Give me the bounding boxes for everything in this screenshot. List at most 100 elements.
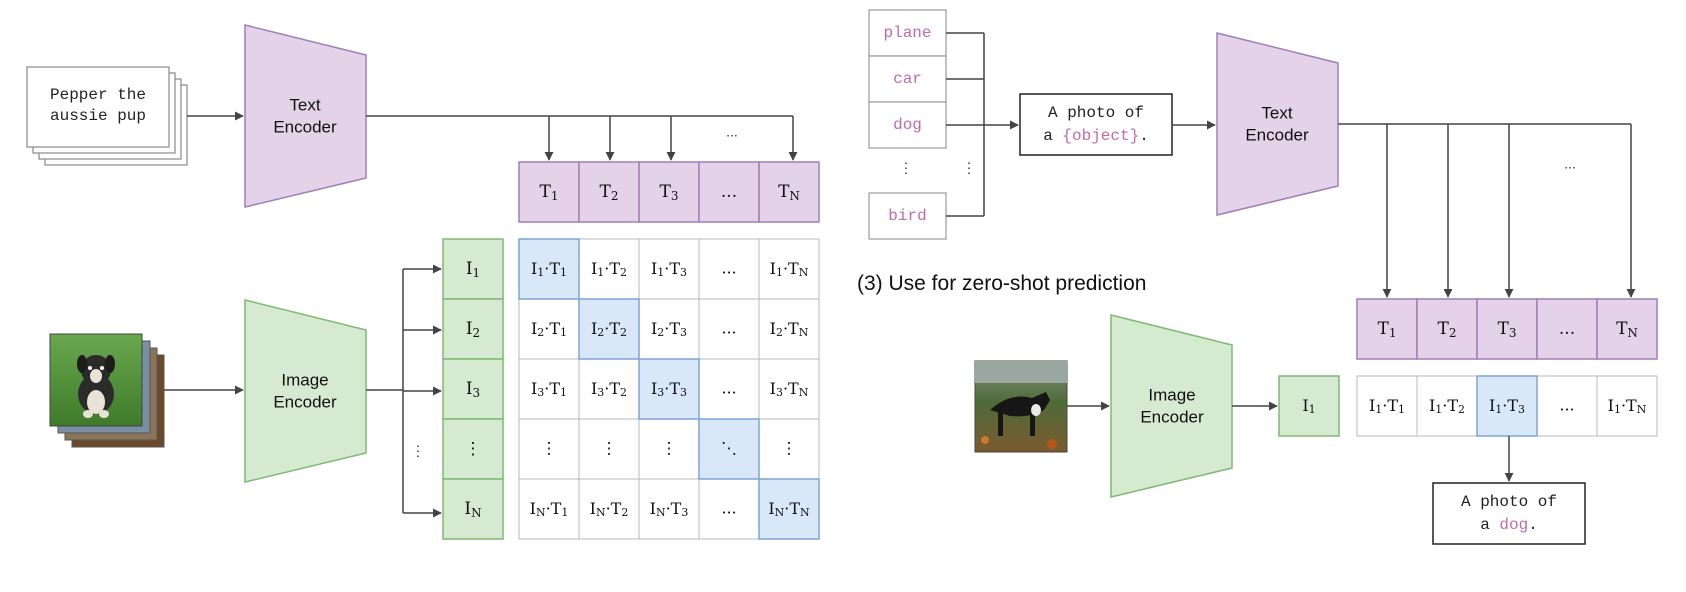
matrix-cell-highlight-border xyxy=(638,358,700,420)
right-text-embedding-cell xyxy=(1596,298,1658,360)
matrix-cell-label: I3·T1 xyxy=(531,379,567,400)
score-cell xyxy=(1596,375,1658,437)
right-text-embedding-arrows xyxy=(1338,123,1636,298)
image-embedding-cell xyxy=(442,478,504,540)
matrix-cell-label: ... xyxy=(721,259,736,278)
matrix-cell-label: ... xyxy=(721,499,736,518)
text-encoder-right-label-2: Encoder xyxy=(1245,125,1309,144)
text-encoder-label-2: Encoder xyxy=(273,117,337,136)
matrix-cell-label: ⋮ xyxy=(781,439,797,458)
matrix-cell-label: ... xyxy=(721,319,736,338)
score-cell xyxy=(1416,375,1478,437)
matrix-cell xyxy=(578,478,640,540)
text-embedding-cell xyxy=(758,161,820,223)
image-embedding-label: ⋮ xyxy=(465,439,482,459)
matrix-cell xyxy=(758,418,820,480)
arrow-ellipsis: ... xyxy=(726,124,738,140)
right-text-embedding-cell xyxy=(1536,298,1598,360)
label-list: plane car dog bird xyxy=(868,9,947,240)
matrix-cell-label: IN·T1 xyxy=(530,499,569,520)
matrix-cell-label: I1·TN xyxy=(770,259,809,280)
image-encoder-label-1: Image xyxy=(281,370,328,389)
image-embedding-label: I1 xyxy=(1302,396,1315,417)
matrix-cell-label: IN·TN xyxy=(768,499,810,520)
text-encoder-right: Text Encoder xyxy=(1216,32,1339,216)
template-line-1: A photo of xyxy=(1048,104,1144,122)
image-embedding-label: I1 xyxy=(466,259,480,280)
matrix-cell xyxy=(758,298,820,360)
text-embedding-label: T3 xyxy=(660,182,679,203)
image-encoder-label-2: Encoder xyxy=(273,392,337,411)
text-embedding-label: ... xyxy=(721,182,737,202)
template-line-2: a {object}. xyxy=(1043,127,1149,145)
right-text-embedding-cell xyxy=(1416,298,1478,360)
matrix-cell-label: I1·T2 xyxy=(591,259,627,280)
text-embedding-cell xyxy=(578,161,640,223)
matrix-cell-label: I2·T3 xyxy=(651,319,687,340)
score-cell-label: ... xyxy=(1559,396,1574,415)
text-input-line-1: Pepper the xyxy=(50,86,146,104)
image-embedding-label: I3 xyxy=(466,379,480,400)
side-ellipsis: ⋮ xyxy=(411,443,425,459)
right-image-embedding: I1 xyxy=(1278,375,1340,437)
image-embedding-cell xyxy=(442,358,504,420)
matrix-cell-label: ⋮ xyxy=(661,439,677,458)
matrix-cell-label: I3·T2 xyxy=(591,379,627,400)
text-input-line-2: aussie pup xyxy=(50,107,146,125)
text-encoder-right-label-1: Text xyxy=(1261,103,1292,122)
score-cell-highlight-border xyxy=(1476,375,1538,437)
image-encoder-right: Image Encoder xyxy=(1110,314,1233,498)
right-arrow-ellipsis: ... xyxy=(1564,156,1576,172)
matrix-cell-label: I1·T3 xyxy=(651,259,687,280)
image-encoder-right-label-1: Image xyxy=(1148,385,1195,404)
matrix-cell-highlight-border xyxy=(518,238,580,300)
output-line-1: A photo of xyxy=(1461,493,1557,511)
image-embedding-cell xyxy=(442,418,504,480)
matrix-cell xyxy=(698,298,760,360)
matrix-cell xyxy=(698,478,760,540)
prompt-template-box: A photo of a {object}. xyxy=(1019,93,1173,156)
label-box xyxy=(868,101,947,149)
text-encoder-left: Text Encoder xyxy=(244,24,367,208)
score-cell xyxy=(1536,375,1598,437)
matrix-cell-label: I1·T1 xyxy=(531,259,567,280)
matrix-cell xyxy=(698,358,760,420)
section-title: (3) Use for zero-shot prediction xyxy=(857,272,1146,295)
dog-photo-icon xyxy=(974,360,1068,453)
image-encoder-left: Image Encoder xyxy=(244,299,367,483)
matrix-cell xyxy=(518,418,580,480)
text-embedding-cell xyxy=(518,161,580,223)
score-cell-label: I1·T1 xyxy=(1369,396,1405,417)
text-embedding-cell xyxy=(638,161,700,223)
matrix-cell xyxy=(758,238,820,300)
text-embedding-arrows xyxy=(366,115,798,161)
text-encoder-label-1: Text xyxy=(289,95,320,114)
dog-photo-stack-icon xyxy=(49,333,165,448)
image-embedding-arrows xyxy=(366,264,442,518)
label-ellipsis-right: ⋮ xyxy=(962,160,976,176)
matrix-cell xyxy=(758,358,820,420)
right-text-embedding-label: ... xyxy=(1559,319,1575,339)
matrix-cell-highlight xyxy=(578,298,640,360)
right-text-embedding-label: TN xyxy=(1616,319,1638,340)
label-text: bird xyxy=(888,207,926,225)
label-ellipsis-left: ⋮ xyxy=(899,160,913,176)
matrix-cell-label: I2·T1 xyxy=(531,319,567,340)
right-text-embedding-cell xyxy=(1476,298,1538,360)
image-embedding-cell xyxy=(442,298,504,360)
right-text-embedding-label: T3 xyxy=(1498,319,1517,340)
image-embedding-cell xyxy=(442,238,504,300)
matrix-cell-label: ⋮ xyxy=(541,439,557,458)
label-text: plane xyxy=(883,24,931,42)
label-text: car xyxy=(893,70,922,88)
matrix-cell-highlight-border xyxy=(698,418,760,480)
label-text: dog xyxy=(893,116,922,134)
text-embedding-label: T1 xyxy=(540,182,559,203)
score-cell-label: I1·TN xyxy=(1608,396,1647,417)
matrix-cell-label: ⋮ xyxy=(601,439,617,458)
matrix-cell-label: IN·T3 xyxy=(650,499,689,520)
